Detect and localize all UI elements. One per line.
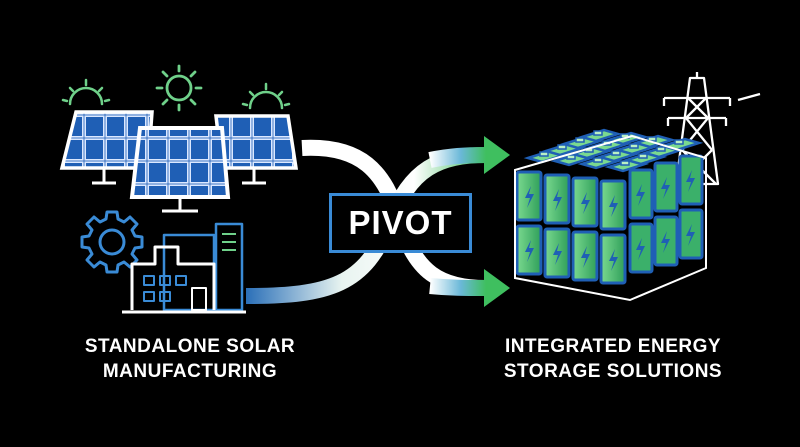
battery-cell xyxy=(571,176,599,228)
target-caption: INTEGRATED ENERGY STORAGE SOLUTIONS xyxy=(468,334,758,384)
battery-cube-frame xyxy=(514,134,707,302)
battery-cell-side xyxy=(628,168,654,220)
battery-cell xyxy=(571,230,599,282)
battery-cell xyxy=(515,170,543,222)
battery-cell-side xyxy=(628,222,654,274)
source-caption-line2: MANUFACTURING xyxy=(102,361,278,382)
battery-cell xyxy=(599,233,627,285)
battery-cell xyxy=(515,224,543,276)
factory-icon xyxy=(122,222,246,314)
gear-icon xyxy=(80,210,144,274)
solar-panel-right xyxy=(214,114,299,185)
battery-cell xyxy=(599,179,627,231)
pivot-label: PIVOT xyxy=(348,204,453,241)
battery-cell-side xyxy=(678,208,704,260)
target-caption-line1: INTEGRATED ENERGY xyxy=(504,336,722,357)
battery-stack-icon xyxy=(515,128,704,285)
pivot-label-box: PIVOT xyxy=(329,193,472,253)
source-caption-line1: STANDALONE SOLAR xyxy=(84,336,296,357)
battery-cell-side xyxy=(653,161,679,213)
arrowhead-top xyxy=(484,136,510,174)
solar-panel-center xyxy=(129,126,231,213)
source-caption: STANDALONE SOLAR MANUFACTURING xyxy=(40,334,340,384)
sun-icon-left xyxy=(61,78,111,106)
sun-icon-center xyxy=(155,64,203,112)
arrowhead-bottom xyxy=(484,269,510,307)
target-caption-line2: STORAGE SOLUTIONS xyxy=(503,361,723,382)
battery-cell-side xyxy=(653,215,679,267)
battery-cell xyxy=(543,227,571,279)
battery-cell-top xyxy=(577,128,623,143)
sun-icon-right xyxy=(241,82,291,110)
battery-cell xyxy=(543,173,571,225)
battery-cell-side xyxy=(678,154,704,206)
